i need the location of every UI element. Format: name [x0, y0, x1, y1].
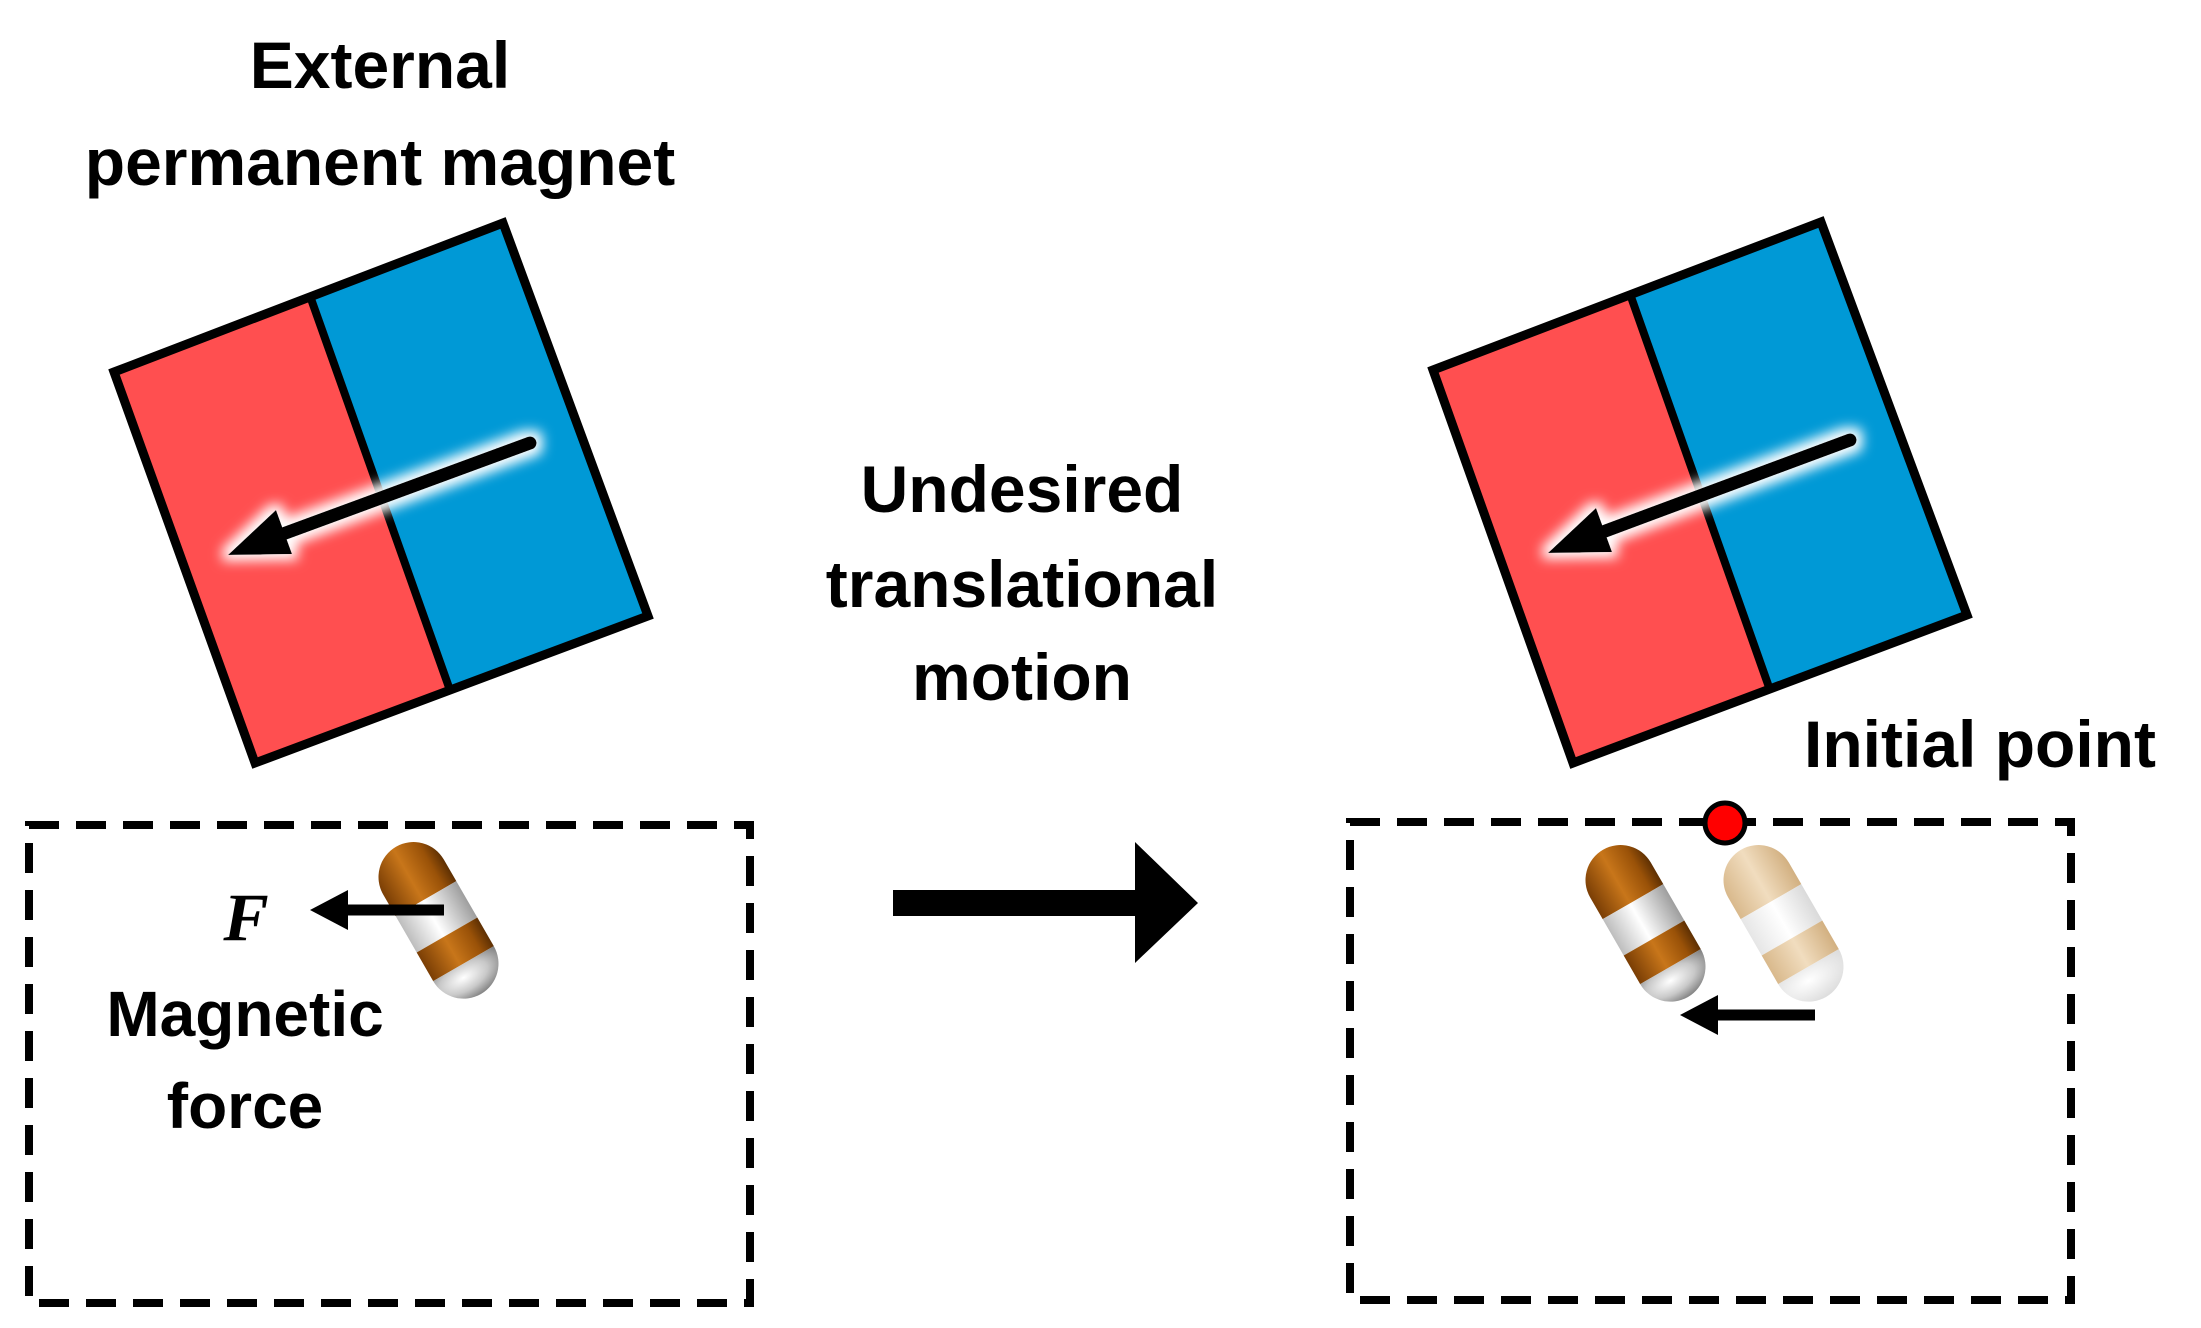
initial-point-label: Initial point: [1804, 707, 2156, 781]
motion-label-line1: Undesired: [861, 452, 1184, 526]
left-capsule: [378, 842, 499, 999]
motion-label-line2: translational: [826, 547, 1218, 621]
right-magnet-outline: [1427, 216, 1973, 769]
left-workspace-box: [25, 821, 754, 1307]
displacement-arrow: [1680, 995, 1815, 1035]
force-arrow: [310, 890, 444, 930]
motion-label-line3: motion: [912, 640, 1132, 714]
right-capsule: [1585, 845, 1706, 1002]
transition-arrow: [893, 842, 1198, 963]
left-magnetization-arrow: [228, 436, 537, 555]
force-label-line1: Magnetic: [106, 978, 383, 1050]
left-magnet-outline: [108, 217, 654, 769]
right-magnetization-arrow: [1548, 433, 1857, 553]
ghost-capsule: [1723, 845, 1844, 1002]
force-symbol: F: [222, 879, 268, 955]
magnet-title-line1: External: [250, 28, 510, 102]
magnet-title-line2: permanent magnet: [85, 125, 675, 199]
initial-point-marker: [1702, 800, 1748, 846]
right-workspace-box: [1346, 818, 2075, 1304]
force-label-line2: force: [167, 1070, 324, 1142]
right-magnet: [1427, 216, 1973, 769]
left-magnet: [108, 217, 654, 769]
